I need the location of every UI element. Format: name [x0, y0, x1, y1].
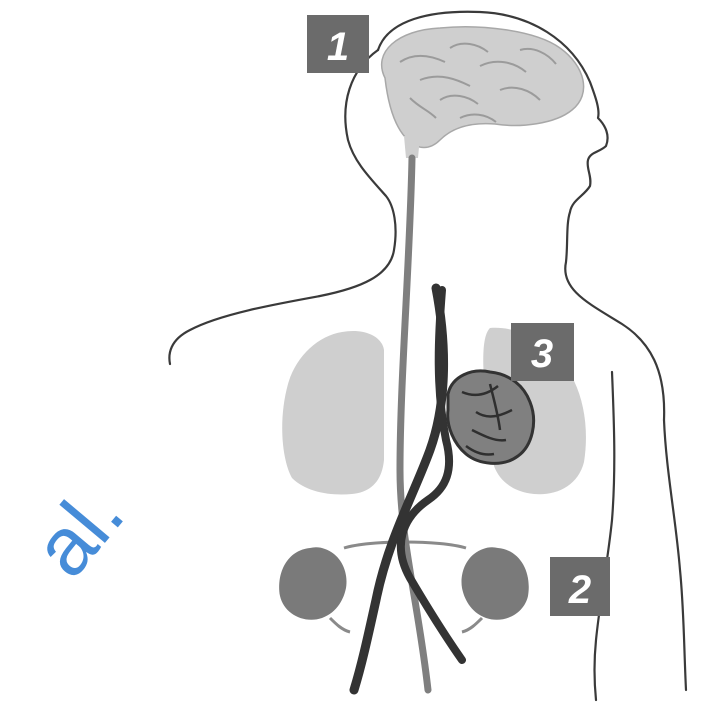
vena-cava	[401, 290, 462, 660]
left-lung	[282, 331, 384, 495]
right-kidney-hilum	[462, 618, 482, 632]
brain	[382, 27, 584, 158]
left-kidney	[279, 547, 346, 619]
right-arm-line	[595, 372, 615, 700]
label-2: 2	[550, 557, 610, 616]
left-kidney-hilum	[330, 618, 350, 632]
heart	[448, 371, 534, 463]
brain-shape	[382, 27, 584, 148]
label-3-text: 3	[531, 332, 553, 376]
head-back-neck	[169, 50, 395, 364]
label-1-text: 1	[327, 25, 349, 69]
watermark: al.	[16, 469, 141, 594]
label-3: 3	[511, 323, 574, 381]
label-1: 1	[307, 15, 369, 73]
spinal-cord	[400, 158, 428, 690]
right-kidney	[462, 547, 529, 619]
right-torso-edge	[664, 420, 686, 690]
label-2-text: 2	[568, 568, 591, 612]
